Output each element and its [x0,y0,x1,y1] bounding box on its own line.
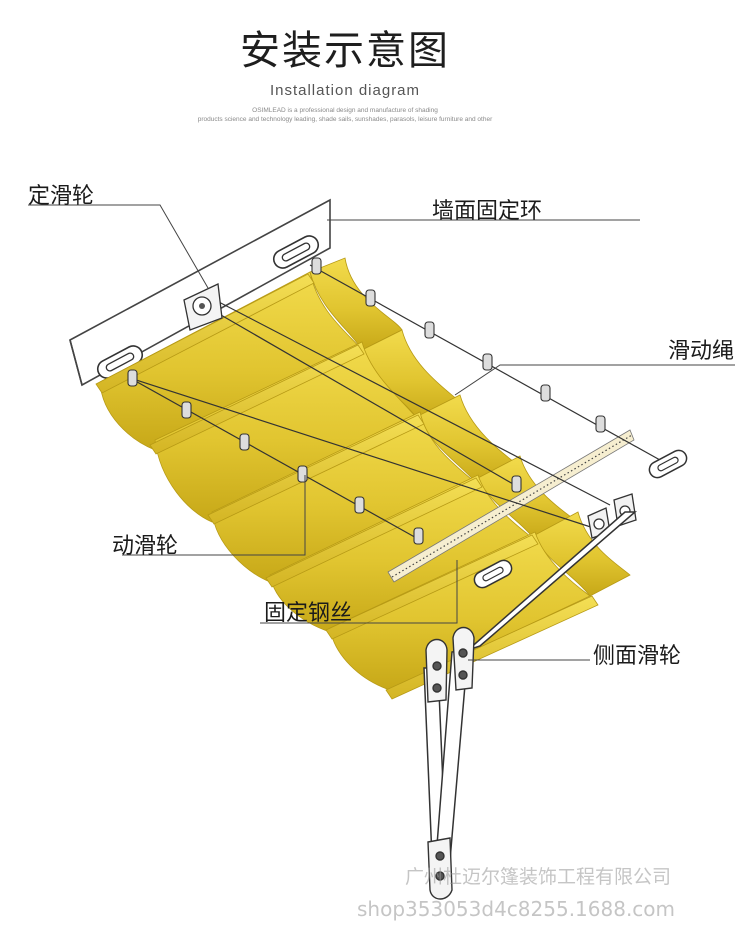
wall-ring-right [272,235,320,269]
watermark-company: 广州杜迈尔篷装饰工程有限公司 [405,866,672,888]
pulley-clips [127,257,606,545]
front-ring-right [648,449,688,479]
label-moving-pulley: 动滑轮 [112,534,179,559]
watermark-shop: shop353053d4c8255.1688.com [357,897,676,921]
label-fixed-wire: 固定钢丝 [264,601,353,626]
side-pulley-lower [427,837,453,900]
awning-tubes [95,273,599,700]
tagline-line-1: OSIMLEAD is a professional design and ma… [252,107,438,114]
wall-ring-left [96,345,144,379]
front-ring-left [473,559,513,589]
diagram-title: 安装示意图 [240,28,450,74]
side-pulley-upper [425,626,475,703]
label-slide-rope: 滑动绳 [668,339,735,364]
label-fixed-pulley: 定滑轮 [28,184,95,209]
fixed-pulley-bracket [183,283,223,331]
leader-lines [28,204,735,661]
front-edge-tape [387,429,635,583]
tagline-line-2: products science and technology leading,… [197,116,493,123]
label-wall-ring: 墙面固定环 [432,199,543,224]
label-side-pulley: 侧面滑轮 [593,644,682,669]
diagram-subtitle: Installation diagram [269,82,421,99]
awning-fabric [99,257,631,691]
